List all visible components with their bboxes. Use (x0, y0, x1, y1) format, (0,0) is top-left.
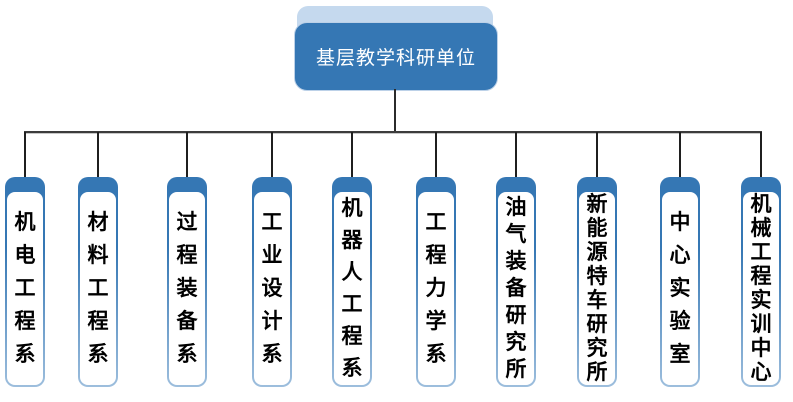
child-node-body: 材料工程系 (80, 192, 116, 385)
child-node-label: 材料工程系 (87, 211, 109, 366)
connector-stub-5 (351, 132, 353, 177)
child-node-body: 机电工程系 (7, 192, 43, 385)
child-node-label: 工程力学系 (425, 211, 447, 366)
connector-stub-9 (679, 132, 681, 177)
child-node-label: 中心实验室 (669, 211, 691, 366)
child-node-body: 过程装备系 (169, 192, 205, 385)
root-node-label: 基层教学科研单位 (315, 48, 476, 69)
child-node-gongye-shejixi: 工业设计系 (252, 177, 292, 387)
child-node-label: 机电工程系 (14, 211, 36, 366)
connector-stub-3 (186, 132, 188, 177)
child-node-label: 油气装备研究所 (505, 196, 527, 381)
child-node-body: 新能源特车研究所 (579, 192, 615, 385)
child-node-guocheng-zhuangbeixi: 过程装备系 (167, 177, 207, 387)
connector-stub-7 (515, 132, 517, 177)
connector-stub-8 (596, 132, 598, 177)
connector-trunk (394, 89, 396, 132)
child-node-label: 机械工程实训中心 (750, 192, 772, 384)
child-node-label: 过程装备系 (176, 211, 198, 366)
child-node-label: 机器人工程系 (341, 196, 363, 380)
child-node-jiqiren-gongchengxi: 机器人工程系 (332, 177, 372, 387)
child-node-body: 中心实验室 (662, 192, 698, 385)
connector-stub-2 (97, 132, 99, 177)
child-node-body: 机器人工程系 (334, 192, 370, 385)
child-node-shixun-zhongxin: 机械工程实训中心 (741, 177, 781, 387)
child-node-label: 工业设计系 (261, 211, 283, 366)
child-node-body: 工业设计系 (254, 192, 290, 385)
child-node-zhongxin-shiyanshi: 中心实验室 (660, 177, 700, 387)
child-node-xinnengyuan-yanjiusuo: 新能源特车研究所 (577, 177, 617, 387)
child-node-jidian-gongchengxi: 机电工程系 (5, 177, 45, 387)
child-node-body: 机械工程实训中心 (743, 192, 779, 385)
root-node: 基层教学科研单位 (294, 22, 498, 91)
child-node-label: 新能源特车研究所 (586, 192, 608, 384)
child-node-youqi-yanjiusuo: 油气装备研究所 (496, 177, 536, 387)
connector-stub-1 (24, 132, 26, 177)
child-node-gongcheng-lixuexi: 工程力学系 (416, 177, 456, 387)
connector-stub-4 (271, 132, 273, 177)
connector-stub-6 (435, 132, 437, 177)
child-node-cailiao-gongchengxi: 材料工程系 (78, 177, 118, 387)
child-node-body: 油气装备研究所 (498, 192, 534, 385)
connector-bus (24, 131, 762, 133)
child-node-body: 工程力学系 (418, 192, 454, 385)
connector-stub-10 (760, 132, 762, 177)
